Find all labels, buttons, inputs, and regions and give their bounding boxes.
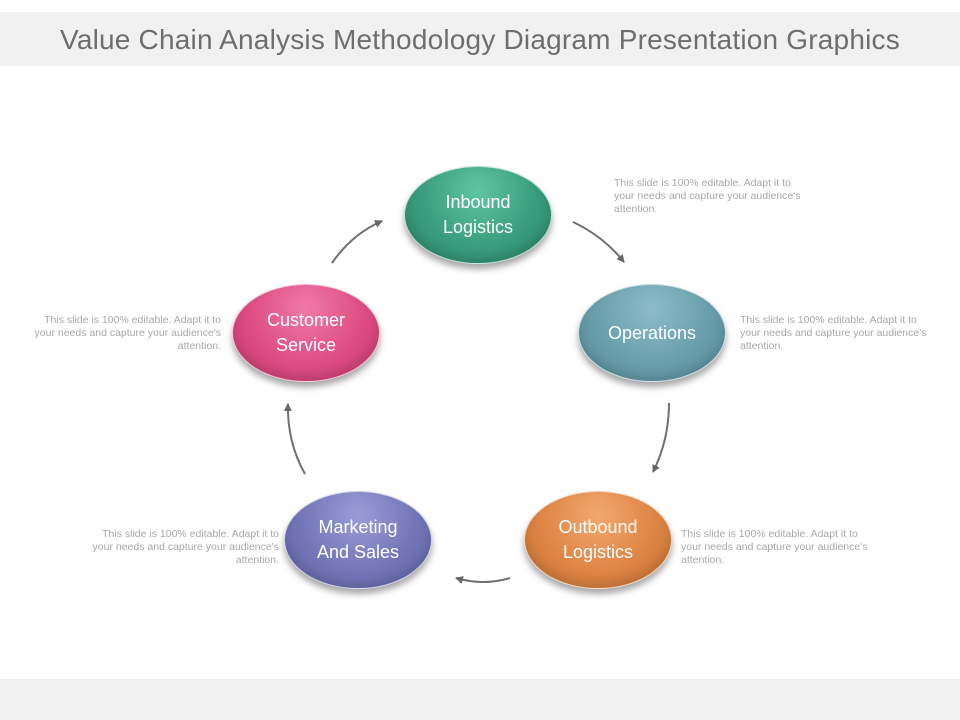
node-outbound-label-1: Outbound xyxy=(558,517,638,537)
caption-operations: This slide is 100% editable. Adapt it to… xyxy=(740,314,927,352)
title-bar xyxy=(0,12,960,66)
caption-customer: This slide is 100% editable. Adapt it to… xyxy=(34,314,221,352)
node-operations: Operations xyxy=(578,284,726,382)
node-operations-label-1: Operations xyxy=(607,322,697,343)
arrow-marketing-to-customer xyxy=(283,403,306,475)
arrow-customer-to-inbound xyxy=(331,220,383,264)
node-marketing-label-2: And Sales xyxy=(316,542,400,562)
node-marketing-label-1: Marketing xyxy=(318,517,398,537)
arrow-operations-to-outbound xyxy=(652,402,670,473)
node-inbound-logistics: Inbound Logistics xyxy=(404,166,552,264)
node-customer-label-1: Customer xyxy=(266,310,346,330)
node-inbound-label-2: Logistics xyxy=(442,217,514,237)
node-marketing-and-sales: Marketing And Sales xyxy=(284,491,432,589)
arrow-outbound-to-marketing xyxy=(455,576,511,584)
node-outbound-logistics: Outbound Logistics xyxy=(524,491,672,589)
node-inbound-label-1: Inbound xyxy=(445,192,511,212)
arrow-inbound-to-operations xyxy=(572,221,625,263)
caption-marketing: This slide is 100% editable. Adapt it to… xyxy=(92,528,279,566)
node-customer-service: Customer Service xyxy=(232,284,380,382)
caption-outbound: This slide is 100% editable. Adapt it to… xyxy=(681,528,868,566)
caption-inbound: This slide is 100% editable. Adapt it to… xyxy=(614,177,801,215)
footer-bar xyxy=(0,679,960,720)
node-outbound-label-2: Logistics xyxy=(562,542,633,562)
node-customer-label-2: Service xyxy=(275,335,337,355)
slide-title: Value Chain Analysis Methodology Diagram… xyxy=(60,24,900,55)
